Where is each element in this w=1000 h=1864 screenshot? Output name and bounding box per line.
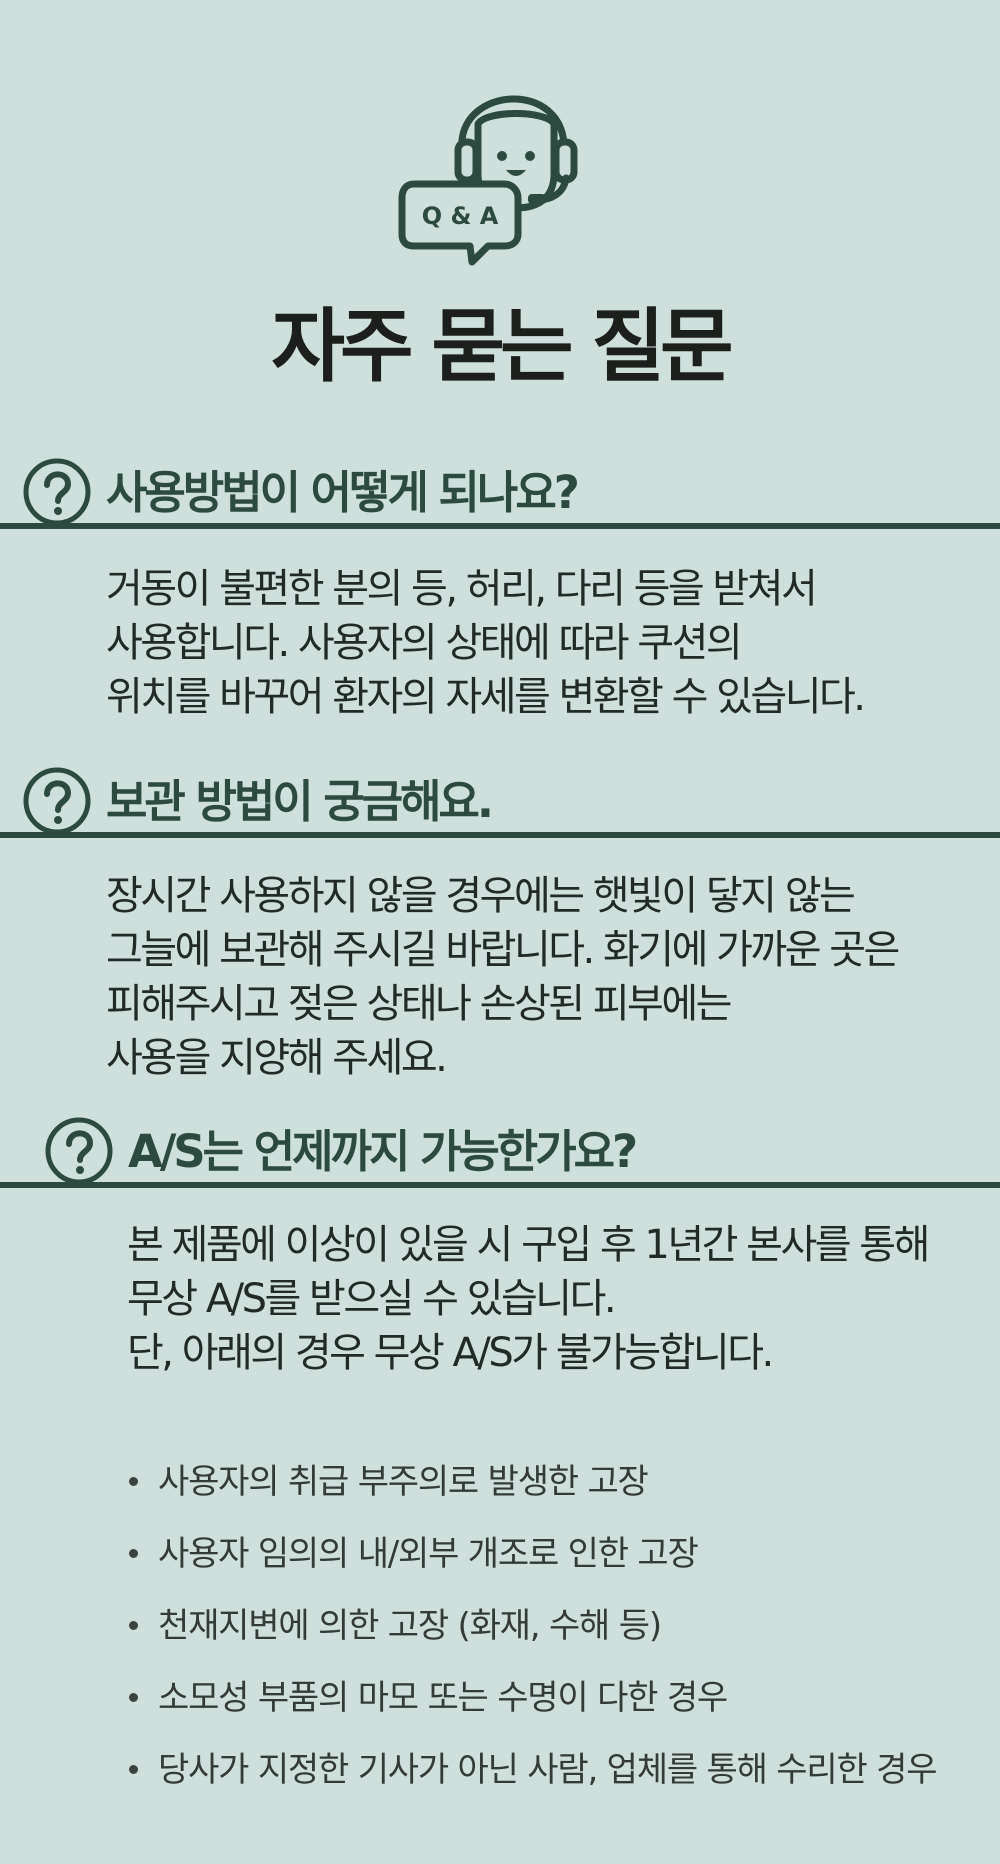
answer-line: 사용을 지양해 주세요.: [106, 1035, 448, 1081]
section-divider: [0, 1182, 1000, 1188]
bullet-icon: [129, 1477, 138, 1486]
bullet-icon: [129, 1549, 138, 1558]
as-exception-list: 사용자의 취급 부주의로 발생한 고장 사용자 임의의 내/외부 개조로 인한 …: [127, 1452, 938, 1812]
page-title: 자주 묻는 질문: [271, 300, 733, 393]
answer-line: 본 제품에 이상이 있을 시 구입 후 1년간 본사를 통해: [127, 1222, 930, 1268]
section-divider: [0, 523, 1000, 529]
faq-question-title: A/S는 언제까지 가능한가요?: [128, 1125, 638, 1178]
question-circle-icon: [23, 767, 91, 835]
faq-answer-3: 본 제품에 이상이 있을 시 구입 후 1년간 본사를 통해 무상 A/S를 받…: [127, 1218, 930, 1380]
question-circle-icon: [23, 458, 91, 526]
answer-line: 단, 아래의 경우 무상 A/S가 불가능합니다.: [127, 1330, 774, 1376]
exception-text: 천재지변에 의한 고장 (화재, 수해 등): [158, 1606, 662, 1646]
exception-text: 사용자 임의의 내/외부 개조로 인한 고장: [158, 1534, 699, 1574]
exception-text: 사용자의 취급 부주의로 발생한 고장: [158, 1462, 649, 1502]
section-divider: [0, 832, 1000, 838]
answer-line: 장시간 사용하지 않을 경우에는 햇빛이 닿지 않는: [106, 873, 856, 919]
list-item: 천재지변에 의한 고장 (화재, 수해 등): [127, 1596, 936, 1668]
list-item: 당사가 지정한 기사가 아닌 사람, 업체를 통해 수리한 경우: [127, 1740, 938, 1812]
list-item: 사용자 임의의 내/외부 개조로 인한 고장: [127, 1524, 936, 1596]
faq-question-2: 보관 방법이 궁금해요.: [0, 766, 1000, 838]
faq-answer-2: 장시간 사용하지 않을 경우에는 햇빛이 닿지 않는 그늘에 보관해 주시길 바…: [106, 869, 900, 1085]
answer-line: 그늘에 보관해 주시길 바랍니다. 화기에 가까운 곳은: [106, 927, 900, 973]
answer-line: 거동이 불편한 분의 등, 허리, 다리 등을 받쳐서: [106, 566, 818, 612]
list-item: 사용자의 취급 부주의로 발생한 고장: [127, 1452, 936, 1524]
list-item: 소모성 부품의 마모 또는 수명이 다한 경우: [127, 1668, 936, 1740]
bullet-icon: [129, 1621, 138, 1630]
answer-line: 무상 A/S를 받으실 수 있습니다.: [127, 1276, 617, 1322]
qa-bubble-text: Q & A: [422, 202, 499, 230]
answer-line: 사용합니다. 사용자의 상태에 따라 쿠션의: [106, 620, 743, 666]
question-circle-icon: [45, 1117, 113, 1185]
bullet-icon: [129, 1693, 138, 1702]
faq-answer-1: 거동이 불편한 분의 등, 허리, 다리 등을 받쳐서 사용합니다. 사용자의 …: [106, 562, 866, 724]
answer-line: 위치를 바꾸어 환자의 자세를 변환할 수 있습니다.: [106, 674, 866, 720]
answer-line: 피해주시고 젖은 상태나 손상된 피부에는: [106, 981, 732, 1027]
exception-text: 당사가 지정한 기사가 아닌 사람, 업체를 통해 수리한 경우: [158, 1750, 938, 1790]
exception-text: 소모성 부품의 마모 또는 수명이 다한 경우: [158, 1678, 728, 1718]
faq-question-title: 사용방법이 어떻게 되나요?: [106, 466, 580, 519]
faq-question-1: 사용방법이 어떻게 되나요?: [0, 457, 1000, 529]
faq-question-3: A/S는 언제까지 가능한가요?: [0, 1116, 1000, 1188]
bullet-icon: [129, 1765, 138, 1774]
faq-question-title: 보관 방법이 궁금해요.: [106, 775, 494, 828]
support-agent-qa-icon: Q & A: [398, 95, 578, 266]
